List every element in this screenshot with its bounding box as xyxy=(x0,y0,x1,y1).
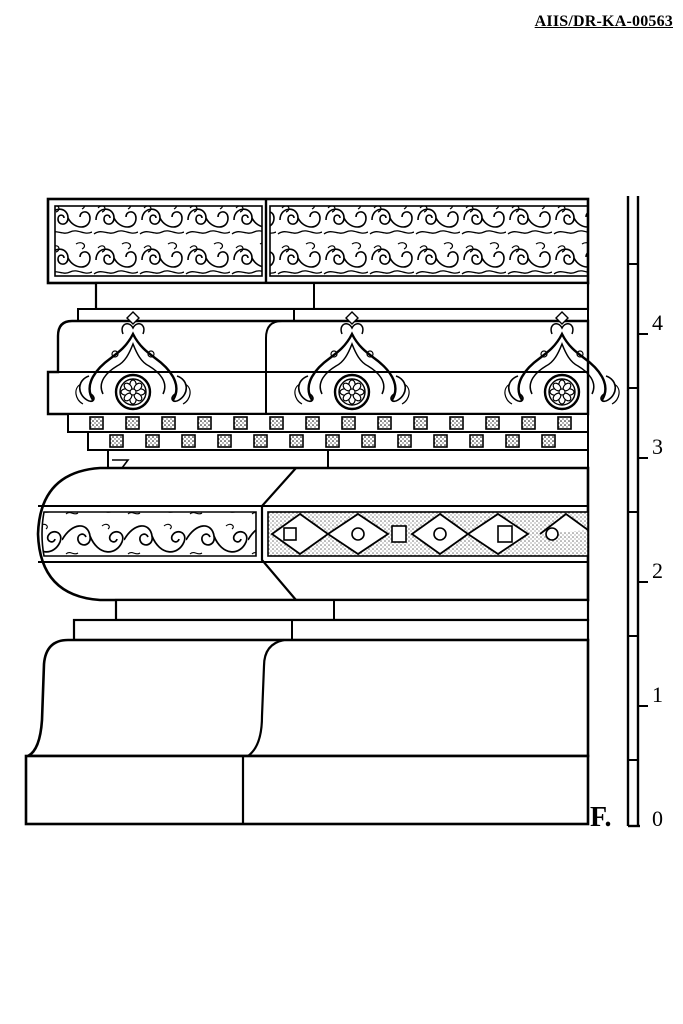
dentil-block xyxy=(269,416,284,430)
dentil-block xyxy=(341,416,356,430)
dentil-block xyxy=(397,434,412,448)
dentil-block xyxy=(325,434,340,448)
scale-label: 3 xyxy=(652,434,663,459)
dentil-block xyxy=(305,416,320,430)
scale-label: 4 xyxy=(652,310,663,335)
dentil-block xyxy=(413,416,428,430)
scale-label: 1 xyxy=(652,682,663,707)
dentil-block xyxy=(521,416,536,430)
kapota-cornice xyxy=(46,312,619,416)
dentil-block xyxy=(377,416,392,430)
scale-label: 0 xyxy=(652,806,663,831)
scale-bar xyxy=(626,196,648,828)
neck-band xyxy=(107,449,589,469)
dentil-block xyxy=(485,416,500,430)
dentil-block xyxy=(197,416,212,430)
dentil-block xyxy=(217,434,232,448)
dentil-block xyxy=(89,416,104,430)
dentil-block xyxy=(433,434,448,448)
dentil-block xyxy=(145,434,160,448)
dentil-block xyxy=(469,434,484,448)
dentil-block xyxy=(289,434,304,448)
dentil-block xyxy=(541,434,556,448)
dentil-course xyxy=(67,413,589,451)
lozenge-band xyxy=(268,512,589,556)
kumuda-moulding xyxy=(36,466,590,602)
dentil-block xyxy=(109,434,124,448)
reference-code: AIIS/DR-KA-00563 xyxy=(534,13,673,30)
top-frieze xyxy=(46,197,590,285)
dentil-block xyxy=(233,416,248,430)
figure-label: F. xyxy=(590,802,612,833)
lower-bands xyxy=(72,598,590,642)
jagati-base xyxy=(27,638,590,758)
dentil-block xyxy=(557,416,572,430)
plinth xyxy=(24,754,590,826)
dentil-block xyxy=(449,416,464,430)
dentil-block xyxy=(161,416,176,430)
dentil-block xyxy=(253,434,268,448)
dentil-block xyxy=(181,434,196,448)
scale-label: 2 xyxy=(652,558,663,583)
dentil-block xyxy=(505,434,520,448)
frieze-base-band xyxy=(77,281,590,322)
dentil-block xyxy=(125,416,140,430)
dentil-block xyxy=(361,434,376,448)
